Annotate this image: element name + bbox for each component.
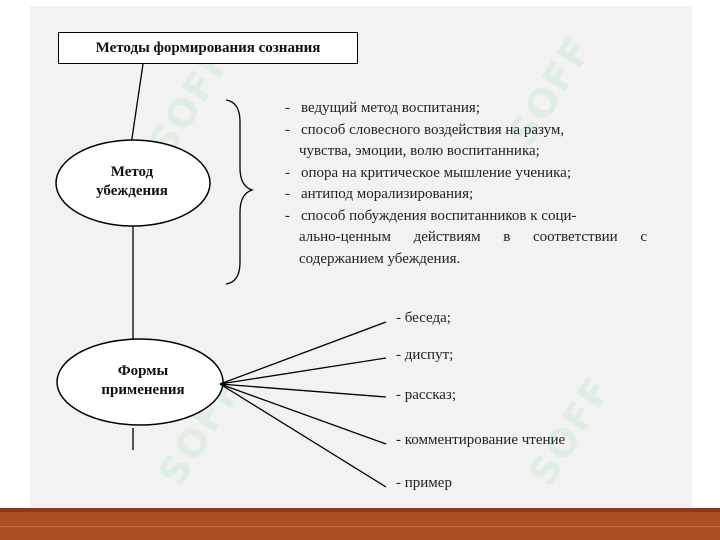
property-text: антипод морализирования; (301, 186, 474, 202)
diagram-title: Методы формирования сознания (58, 32, 358, 64)
method-node-line1: Метод (110, 164, 154, 180)
property-dash: - (285, 164, 290, 181)
form-item-conversation: - беседа; (396, 310, 451, 326)
fan-line-2 (219, 357, 387, 385)
property-item: -способ побуждения воспитанников к соци-… (285, 206, 647, 271)
property-text-continued: ально-ценным действиям в соответствии с … (299, 229, 647, 267)
form-item-dispute: - диспут; (396, 347, 454, 363)
property-dash: - (285, 207, 290, 224)
forms-node-ellipse (56, 338, 224, 426)
forms-node-label: Формы применения (64, 362, 222, 400)
property-dash: - (285, 100, 290, 116)
method-node-line2: убеждения (96, 183, 168, 199)
fan-line-3 (219, 383, 387, 398)
property-item: -способ словесного воздействия на разум,… (285, 120, 647, 163)
fan-line-5 (219, 383, 387, 488)
property-item: -антипод морализирования; (285, 184, 647, 206)
curly-brace (225, 99, 255, 285)
forms-node-line2: применения (101, 382, 185, 398)
fan-line-1 (219, 321, 387, 385)
fan-line-4 (219, 383, 387, 445)
property-text: опора на критическое мышление ученика; (301, 164, 571, 181)
property-item: -ведущий метод воспитания; (285, 98, 647, 120)
form-item-story: - рассказ; (396, 387, 457, 403)
property-dash: - (285, 121, 290, 138)
connector-title-to-method (130, 63, 144, 146)
bottom-decor-bar (0, 508, 720, 540)
property-dash: - (285, 186, 290, 202)
method-node-label: Метод убеждения (70, 163, 194, 201)
diagram-title-text: Методы формирования сознания (95, 39, 321, 56)
property-text: способ побуждения воспитанников к соци- (301, 207, 577, 224)
property-text-continued: чувства, эмоции, волю воспитанника; (299, 143, 540, 159)
form-item-example: - пример (396, 475, 452, 491)
method-properties-list: -ведущий метод воспитания; -способ слове… (285, 98, 647, 270)
property-item: -опора на критическое мышление ученика; (285, 163, 647, 185)
forms-node-line1: Формы (117, 363, 169, 379)
form-item-commented-reading: - комментирование чтение (396, 432, 566, 448)
property-text: способ словесного воздействия на разум, (301, 121, 565, 138)
property-text: ведущий метод воспитания; (301, 100, 480, 116)
